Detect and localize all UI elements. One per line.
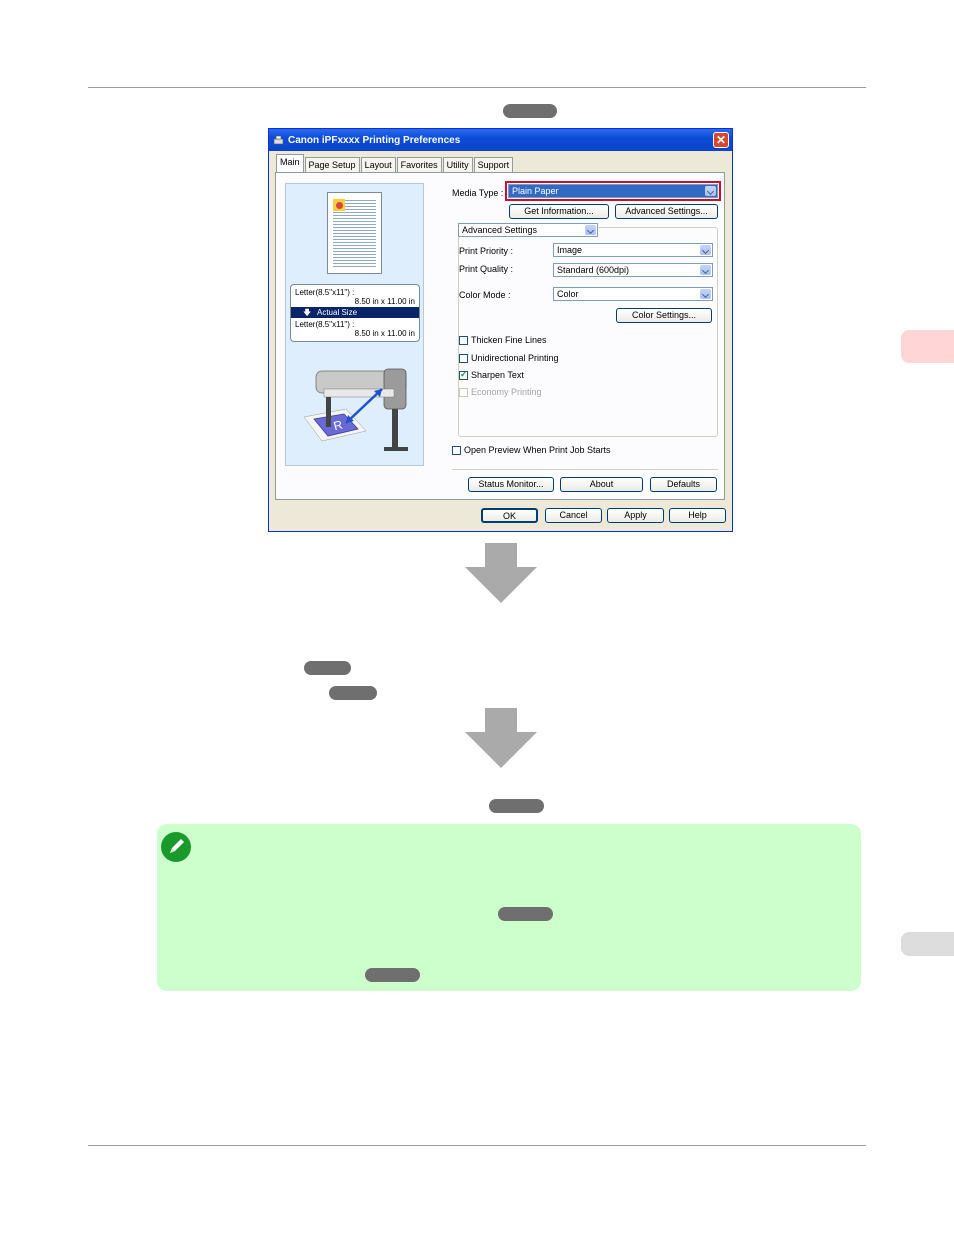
ok-button[interactable]: OK — [481, 508, 538, 523]
header-rule — [88, 87, 866, 88]
open-preview-checkbox[interactable]: Open Preview When Print Job Starts — [452, 445, 611, 455]
unidirectional-printing-checkbox[interactable]: Unidirectional Printing — [459, 353, 559, 363]
print-quality-value: Standard (600dpi) — [557, 265, 630, 275]
chevron-down-icon[interactable] — [705, 186, 716, 196]
media-type-highlight — [505, 181, 721, 201]
advanced-settings-button[interactable]: Advanced Settings... — [615, 204, 718, 219]
tab-main[interactable]: Main — [276, 154, 304, 172]
checkbox-box[interactable] — [452, 445, 461, 455]
defaults-button[interactable]: Defaults — [650, 477, 717, 492]
sharpen-text-checkbox[interactable]: Sharpen Text — [459, 369, 524, 380]
apply-button[interactable]: Apply — [607, 508, 664, 523]
flow-arrow-down-icon — [465, 708, 537, 768]
print-priority-value: Image — [557, 245, 583, 255]
svg-text:R: R — [332, 417, 344, 433]
tab-strip: Main Page Setup Layout Favorites Utility… — [276, 154, 514, 172]
print-priority-label: Print Priority : — [459, 246, 514, 256]
about-button[interactable]: About — [560, 477, 643, 492]
chevron-down-icon[interactable] — [700, 289, 711, 299]
print-settings-group — [458, 227, 718, 437]
checkbox-box-checked[interactable] — [459, 369, 468, 380]
color-mode-select[interactable]: Color — [553, 287, 713, 301]
chevron-down-icon[interactable] — [700, 265, 711, 275]
open-preview-label: Open Preview When Print Job Starts — [464, 445, 611, 455]
note-pencil-icon — [161, 832, 191, 862]
media-type-label: Media Type : — [452, 188, 504, 198]
thicken-fine-lines-checkbox[interactable]: Thicken Fine Lines — [459, 335, 547, 345]
note-box — [157, 824, 861, 991]
sharpen-text-label: Sharpen Text — [471, 370, 524, 380]
paper-size-summary: Letter(8.5"x11") : 8.50 in x 11.00 in 🡇 … — [290, 284, 420, 342]
color-mode-value: Color — [557, 289, 579, 299]
thicken-fine-lines-label: Thicken Fine Lines — [471, 335, 547, 345]
paper-preview — [327, 192, 382, 274]
dialog-titlebar: Canon iPFxxxx Printing Preferences — [269, 129, 732, 151]
page-reference-badge[interactable] — [365, 968, 420, 982]
print-priority-select[interactable]: Image — [553, 243, 713, 257]
tab-favorites[interactable]: Favorites — [396, 157, 442, 172]
cancel-button[interactable]: Cancel — [545, 508, 602, 523]
media-type-value: Plain Paper — [512, 186, 559, 196]
page-reference-badge[interactable] — [489, 799, 544, 813]
checkbox-box-disabled — [459, 387, 468, 397]
index-side-tab — [901, 932, 954, 956]
chevron-down-icon[interactable] — [585, 225, 596, 235]
printing-preferences-dialog: Canon iPFxxxx Printing Preferences ✕ Mai… — [268, 128, 733, 532]
close-button[interactable]: ✕ — [713, 132, 729, 148]
main-tab-panel: Letter(8.5"x11") : 8.50 in x 11.00 in 🡇 … — [275, 172, 725, 500]
output-size-dims: 8.50 in x 11.00 in — [354, 329, 415, 338]
page-reference-badge[interactable] — [329, 686, 377, 700]
help-button[interactable]: Help — [669, 508, 726, 523]
dialog-title: Canon iPFxxxx Printing Preferences — [288, 134, 461, 146]
page-reference-badge[interactable] — [304, 661, 351, 675]
print-quality-select[interactable]: Standard (600dpi) — [553, 263, 713, 277]
original-size-name: Letter(8.5"x11") : — [295, 288, 355, 297]
printer-icon — [273, 135, 284, 144]
tab-utility[interactable]: Utility — [442, 157, 473, 172]
economy-printing-checkbox: Economy Printing — [459, 387, 542, 397]
chapter-side-tab — [901, 330, 954, 363]
footer-rule — [88, 1145, 866, 1146]
tab-page-setup[interactable]: Page Setup — [304, 157, 360, 172]
chevron-down-icon[interactable] — [700, 245, 711, 255]
arrow-down-icon: 🡇 — [303, 308, 312, 317]
print-quality-label: Print Quality : — [459, 264, 514, 274]
settings-mode-select[interactable]: Advanced Settings — [458, 223, 598, 237]
settings-mode-value: Advanced Settings — [462, 225, 538, 235]
close-icon: ✕ — [715, 133, 727, 147]
get-information-button[interactable]: Get Information... — [509, 204, 609, 219]
settings-preview: Letter(8.5"x11") : 8.50 in x 11.00 in 🡇 … — [285, 183, 424, 466]
color-settings-button[interactable]: Color Settings... — [616, 308, 712, 323]
divider — [452, 469, 718, 470]
flow-arrow-down-icon — [465, 543, 537, 603]
printer-illustration-icon: R — [303, 368, 408, 451]
media-type-select[interactable]: Plain Paper — [508, 184, 718, 198]
checkbox-box[interactable] — [459, 335, 468, 345]
tab-layout[interactable]: Layout — [360, 157, 396, 172]
color-mode-label: Color Mode : — [459, 290, 511, 300]
scaling-value: Actual Size — [317, 308, 358, 317]
unidirectional-printing-label: Unidirectional Printing — [471, 353, 559, 363]
output-size-name: Letter(8.5"x11") : — [295, 320, 355, 329]
checkbox-box[interactable] — [459, 353, 468, 363]
scaling-row: 🡇 Actual Size — [291, 307, 419, 318]
tab-support[interactable]: Support — [473, 157, 514, 172]
status-monitor-button[interactable]: Status Monitor... — [468, 477, 554, 492]
original-size-dims: 8.50 in x 11.00 in — [354, 297, 415, 306]
economy-printing-label: Economy Printing — [471, 387, 542, 397]
page-reference-badge[interactable] — [503, 104, 557, 118]
page-reference-badge[interactable] — [498, 907, 553, 921]
